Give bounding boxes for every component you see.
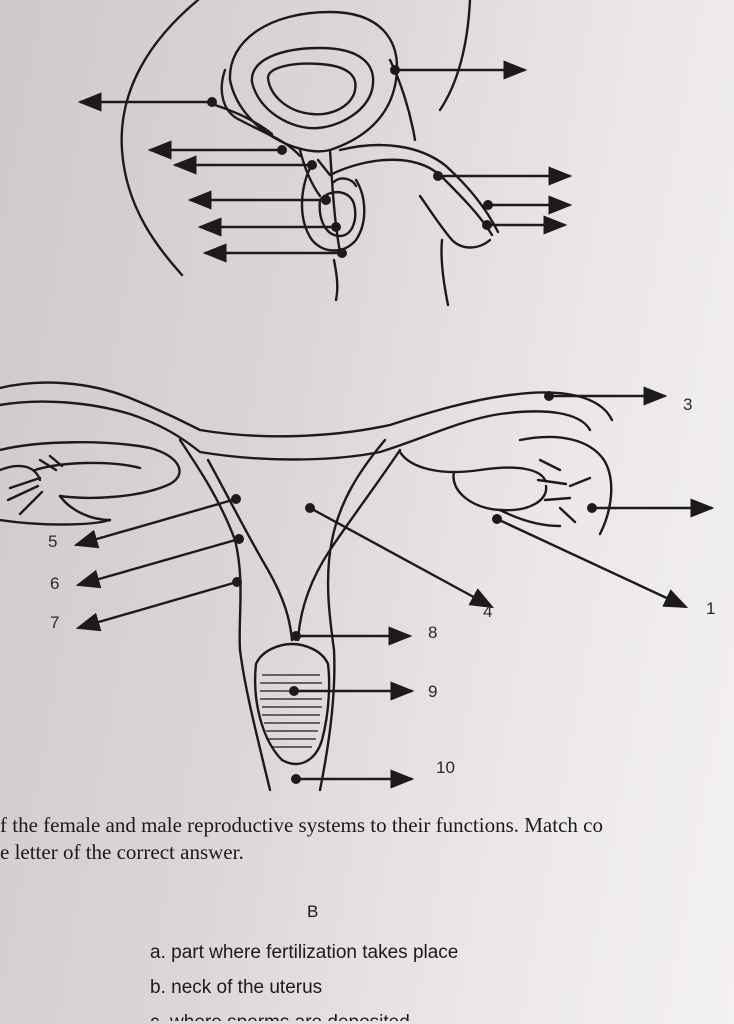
column-b-choices: a. part where fertilization takes place …	[150, 935, 458, 1021]
column-b-heading: B	[307, 902, 319, 921]
label-3: 3	[683, 395, 693, 414]
choice-a: a. part where fertilization takes place	[150, 942, 459, 963]
label-8: 8	[428, 623, 438, 642]
instructions-line-2: e letter of the correct answer.	[0, 840, 244, 864]
label-4: 4	[483, 602, 493, 621]
choice-c: c. where sperms are deposited	[150, 1005, 458, 1021]
label-9: 9	[428, 682, 438, 701]
label-7: 7	[50, 613, 60, 632]
label-1: 1	[706, 599, 716, 618]
instructions-text: f the female and male reproductive syste…	[0, 812, 734, 866]
instructions-line-1: f the female and male reproductive syste…	[0, 813, 603, 837]
male-reproductive-diagram	[77, 0, 573, 307]
choice-b: b. neck of the uterus	[150, 977, 323, 998]
label-5: 5	[48, 532, 58, 551]
label-10: 10	[436, 758, 455, 777]
label-6: 6	[50, 574, 60, 593]
female-reproductive-diagram	[0, 381, 715, 792]
